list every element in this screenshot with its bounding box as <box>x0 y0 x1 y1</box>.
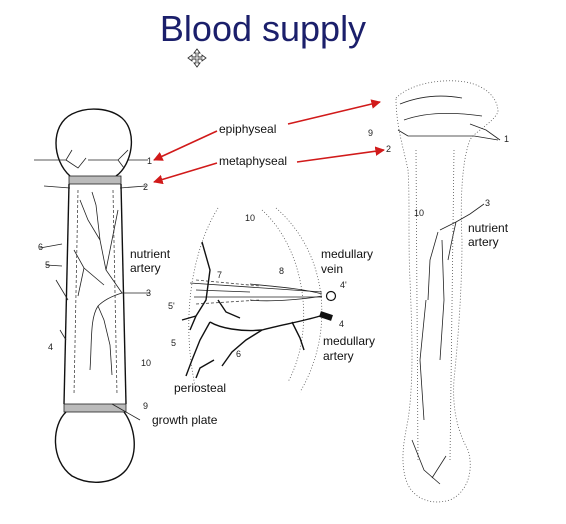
middle-label-8: 8 <box>279 266 284 276</box>
middle-detail-illustration <box>181 207 337 393</box>
metaphyseal-arrows <box>153 146 385 185</box>
epiphyseal-label: epiphyseal <box>219 122 276 136</box>
slide-title: Blood supply <box>159 8 367 49</box>
right-label-2: 2 <box>386 144 391 154</box>
right-label-3: 3 <box>485 198 490 208</box>
middle-label-5: 5 <box>171 338 176 348</box>
left-label-1: 1 <box>147 156 152 166</box>
left-label-3: 3 <box>146 288 151 298</box>
left-label-5: 5 <box>45 260 50 270</box>
left-label-10: 10 <box>141 358 151 368</box>
right-bone-illustration <box>395 80 501 503</box>
medullary-vein-line2: vein <box>321 262 343 276</box>
medullary-artery-label: medullary artery <box>323 334 378 363</box>
left-label-9: 9 <box>143 401 148 411</box>
left-nutrient-artery-line1: nutrient <box>130 247 171 261</box>
medullary-vein-line1: medullary <box>321 247 373 261</box>
left-label-4: 4 <box>48 342 53 352</box>
middle-label-7: 7 <box>217 270 222 280</box>
move-cursor-icon <box>187 48 207 68</box>
periosteal-label: periosteal <box>174 381 226 395</box>
middle-label-10: 10 <box>245 213 255 223</box>
middle-label-4-prime: 4' <box>340 280 347 290</box>
right-nutrient-artery-label: nutrient artery <box>468 221 511 249</box>
medullary-vein-label: medullary vein <box>321 247 376 276</box>
right-label-10: 10 <box>414 208 424 218</box>
right-label-1: 1 <box>504 134 509 144</box>
medullary-artery-line1: medullary <box>323 334 375 348</box>
middle-label-4: 4 <box>339 319 344 329</box>
medullary-artery-line2: artery <box>323 349 354 363</box>
right-nutrient-artery-line1: nutrient <box>468 221 509 235</box>
left-label-6: 6 <box>38 242 43 252</box>
growth-plate-label: growth plate <box>152 413 218 427</box>
middle-label-5-prime: 5' <box>168 301 175 311</box>
right-label-9: 9 <box>368 128 373 138</box>
middle-label-6: 6 <box>236 349 241 359</box>
left-bone-illustration <box>34 108 150 483</box>
right-nutrient-artery-line2: artery <box>468 235 499 249</box>
epiphyseal-arrows <box>153 99 381 161</box>
left-nutrient-artery-label: nutrient artery <box>130 247 173 275</box>
left-nutrient-artery-line2: artery <box>130 261 161 275</box>
metaphyseal-label: metaphyseal <box>219 154 287 168</box>
left-label-2: 2 <box>143 182 148 192</box>
